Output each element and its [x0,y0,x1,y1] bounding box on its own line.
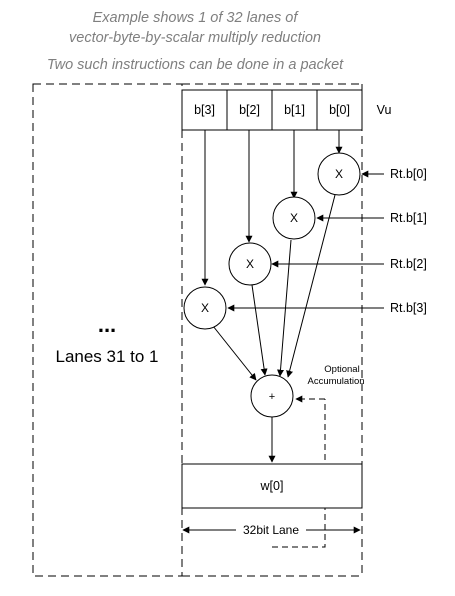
multiplier-0 [317,152,361,196]
scalar-rt-b1: Rt.b[1] [390,211,427,225]
arrow-mult3-to-adder [212,325,257,381]
other-lanes-label: Lanes 31 to 1 [55,347,158,366]
vu-byte-0: b[0] [329,103,350,117]
caption-line-1: Example shows 1 of 32 lanes of [92,10,298,26]
accumulation-label-1: Optional [324,364,359,375]
scalar-rt-b2: Rt.b[2] [390,257,427,271]
caption-line-3: Two such instructions can be done in a p… [46,57,344,73]
lane-width-label: 32bit Lane [243,523,299,537]
multiplier-3 [183,286,227,330]
vu-byte-1: b[1] [284,103,305,117]
other-lanes-boundary [32,83,183,577]
result-label: w[0] [260,479,284,493]
vu-label: Vu [377,103,392,117]
arrow-mult0-to-adder [286,194,336,378]
arrow-mult1-to-adder [277,239,292,377]
multiplier-3-symbol: X [201,301,209,315]
accumulation-label-2: Accumulation [307,376,364,387]
accumulation-feedback-path [272,399,326,548]
multiplier-2-symbol: X [246,257,254,271]
caption-line-2: vector-byte-by-scalar multiply reduction [69,30,321,46]
multiplier-0-symbol: X [335,167,343,181]
adder-symbol: + [269,391,275,403]
other-lanes-dots: ... [98,312,116,337]
multiplier-1 [272,196,316,240]
result-register [181,463,363,509]
scalar-rt-b3: Rt.b[3] [390,301,427,315]
arrow-mult2-to-adder [251,284,268,376]
vu-byte-3: b[3] [194,103,215,117]
vu-byte-1-cell [271,89,318,131]
vu-byte-2: b[2] [239,103,260,117]
multiplier-1-symbol: X [290,211,298,225]
scalar-rt-b0: Rt.b[0] [390,167,427,181]
vu-byte-2-cell [226,89,273,131]
lane-width-label-bg [236,522,306,538]
multiplier-2 [228,242,272,286]
